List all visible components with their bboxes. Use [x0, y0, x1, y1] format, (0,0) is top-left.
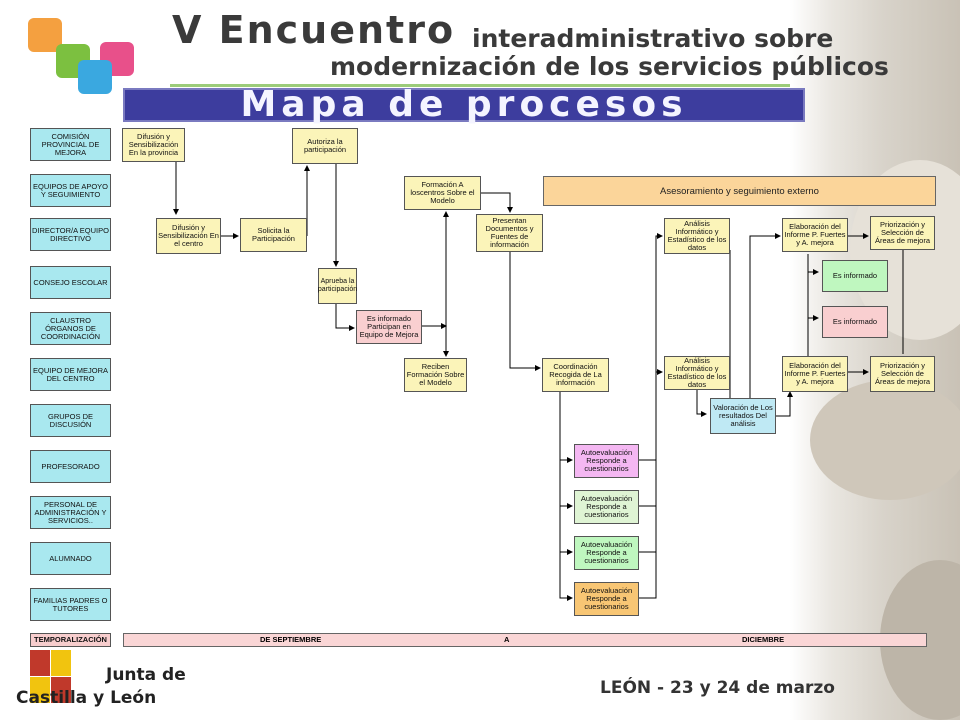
row-label-profesorado: PROFESORADO	[30, 450, 111, 483]
node-priorizacion-top: Priorización y Selección de Áreas de mej…	[870, 216, 935, 250]
row-label-familias: FAMILIAS PADRES O TUTORES	[30, 588, 111, 621]
node-elaboracion-top: Elaboración del Informe P. Fuertes y A. …	[782, 218, 848, 252]
node-solicita: Solicita la Participación	[240, 218, 307, 252]
row-label-equipos-apoyo: EQUIPOS DE APOYO Y SEGUIMIENTO	[30, 174, 111, 207]
node-autoevaluacion-alumnado: Autoevaluación Responde a cuestionarios	[574, 536, 639, 570]
timeline-from: DE SEPTIEMBRE	[260, 635, 322, 644]
node-analisis-top: Análisis Informático y Estadístico de lo…	[664, 218, 730, 254]
timeline-bar: DE SEPTIEMBRE A DICIEMBRE	[123, 633, 927, 647]
row-label-alumnado: ALUMNADO	[30, 542, 111, 575]
node-presentan: Presentan Documentos y Fuentes de inform…	[476, 214, 543, 252]
coat-of-arms-icon	[30, 650, 72, 704]
banner-title: Mapa de procesos	[123, 87, 805, 123]
title-sub-2: modernización de los servicios públicos	[330, 52, 889, 81]
timeline-label: TEMPORALIZACIÓN	[30, 633, 111, 647]
row-label-consejo: CONSEJO ESCOLAR	[30, 266, 111, 299]
row-label-claustro: CLAUSTRO ÓRGANOS DE COORDINACIÓN	[30, 312, 111, 345]
timeline-mid: A	[504, 635, 510, 644]
node-autoevaluacion-familias: Autoevaluación Responde a cuestionarios	[574, 582, 639, 616]
row-label-personal: PERSONAL DE ADMINISTRACIÓN Y SERVICIOS..	[30, 496, 111, 529]
node-coordinacion: Coordinación Recogida de La información	[542, 358, 609, 392]
node-asesoramiento: Asesoramiento y seguimiento externo	[543, 176, 936, 206]
timeline-to: DICIEMBRE	[742, 635, 785, 644]
node-autoriza: Autoriza la participación	[292, 128, 358, 164]
node-es-informado-participan: Es informado Participan en Equipo de Mej…	[356, 310, 422, 344]
row-label-grupos: GRUPOS DE DISCUSIÓN	[30, 404, 111, 437]
node-es-informado-claustro: Es informado	[822, 306, 888, 338]
node-priorizacion-bottom: Priorización y Selección de Áreas de mej…	[870, 356, 935, 392]
title-underline	[170, 84, 790, 87]
node-elaboracion-bottom: Elaboración del Informe P. Fuertes y A. …	[782, 356, 848, 392]
node-autoevaluacion-personal: Autoevaluación Responde a cuestionarios	[574, 490, 639, 524]
node-reciben: Reciben Formación Sobre el Modelo	[404, 358, 467, 392]
row-label-comision: COMISIÓN PROVINCIAL DE MEJORA	[30, 128, 111, 161]
node-difusion-provincia: Difusión y Sensibilización En la provinc…	[122, 128, 185, 162]
org-name: Junta de Castilla y León	[16, 665, 186, 708]
node-formacion: Formación A loscentros Sobre el Modelo	[404, 176, 481, 210]
node-aprueba: Aprueba la participación	[318, 268, 357, 304]
node-analisis-bottom: Análisis Informático y Estadístico de lo…	[664, 356, 730, 390]
node-es-informado-consejo: Es informado	[822, 260, 888, 292]
title-sub-1: interadministrativo sobre	[472, 24, 834, 53]
node-difusion-centro: Difusión y Sensibilización En el centro	[156, 218, 221, 254]
title-main: V Encuentro	[172, 8, 456, 52]
event-date: LEÓN - 23 y 24 de marzo	[600, 678, 835, 698]
node-valoracion: Valoración de Los resultados Del análisi…	[710, 398, 776, 434]
node-autoevaluacion-profesorado: Autoevaluación Responde a cuestionarios	[574, 444, 639, 478]
row-label-equipo-mejora: EQUIPO DE MEJORA DEL CENTRO	[30, 358, 111, 391]
row-label-director: DIRECTOR/A EQUIPO DIRECTIVO	[30, 218, 111, 251]
